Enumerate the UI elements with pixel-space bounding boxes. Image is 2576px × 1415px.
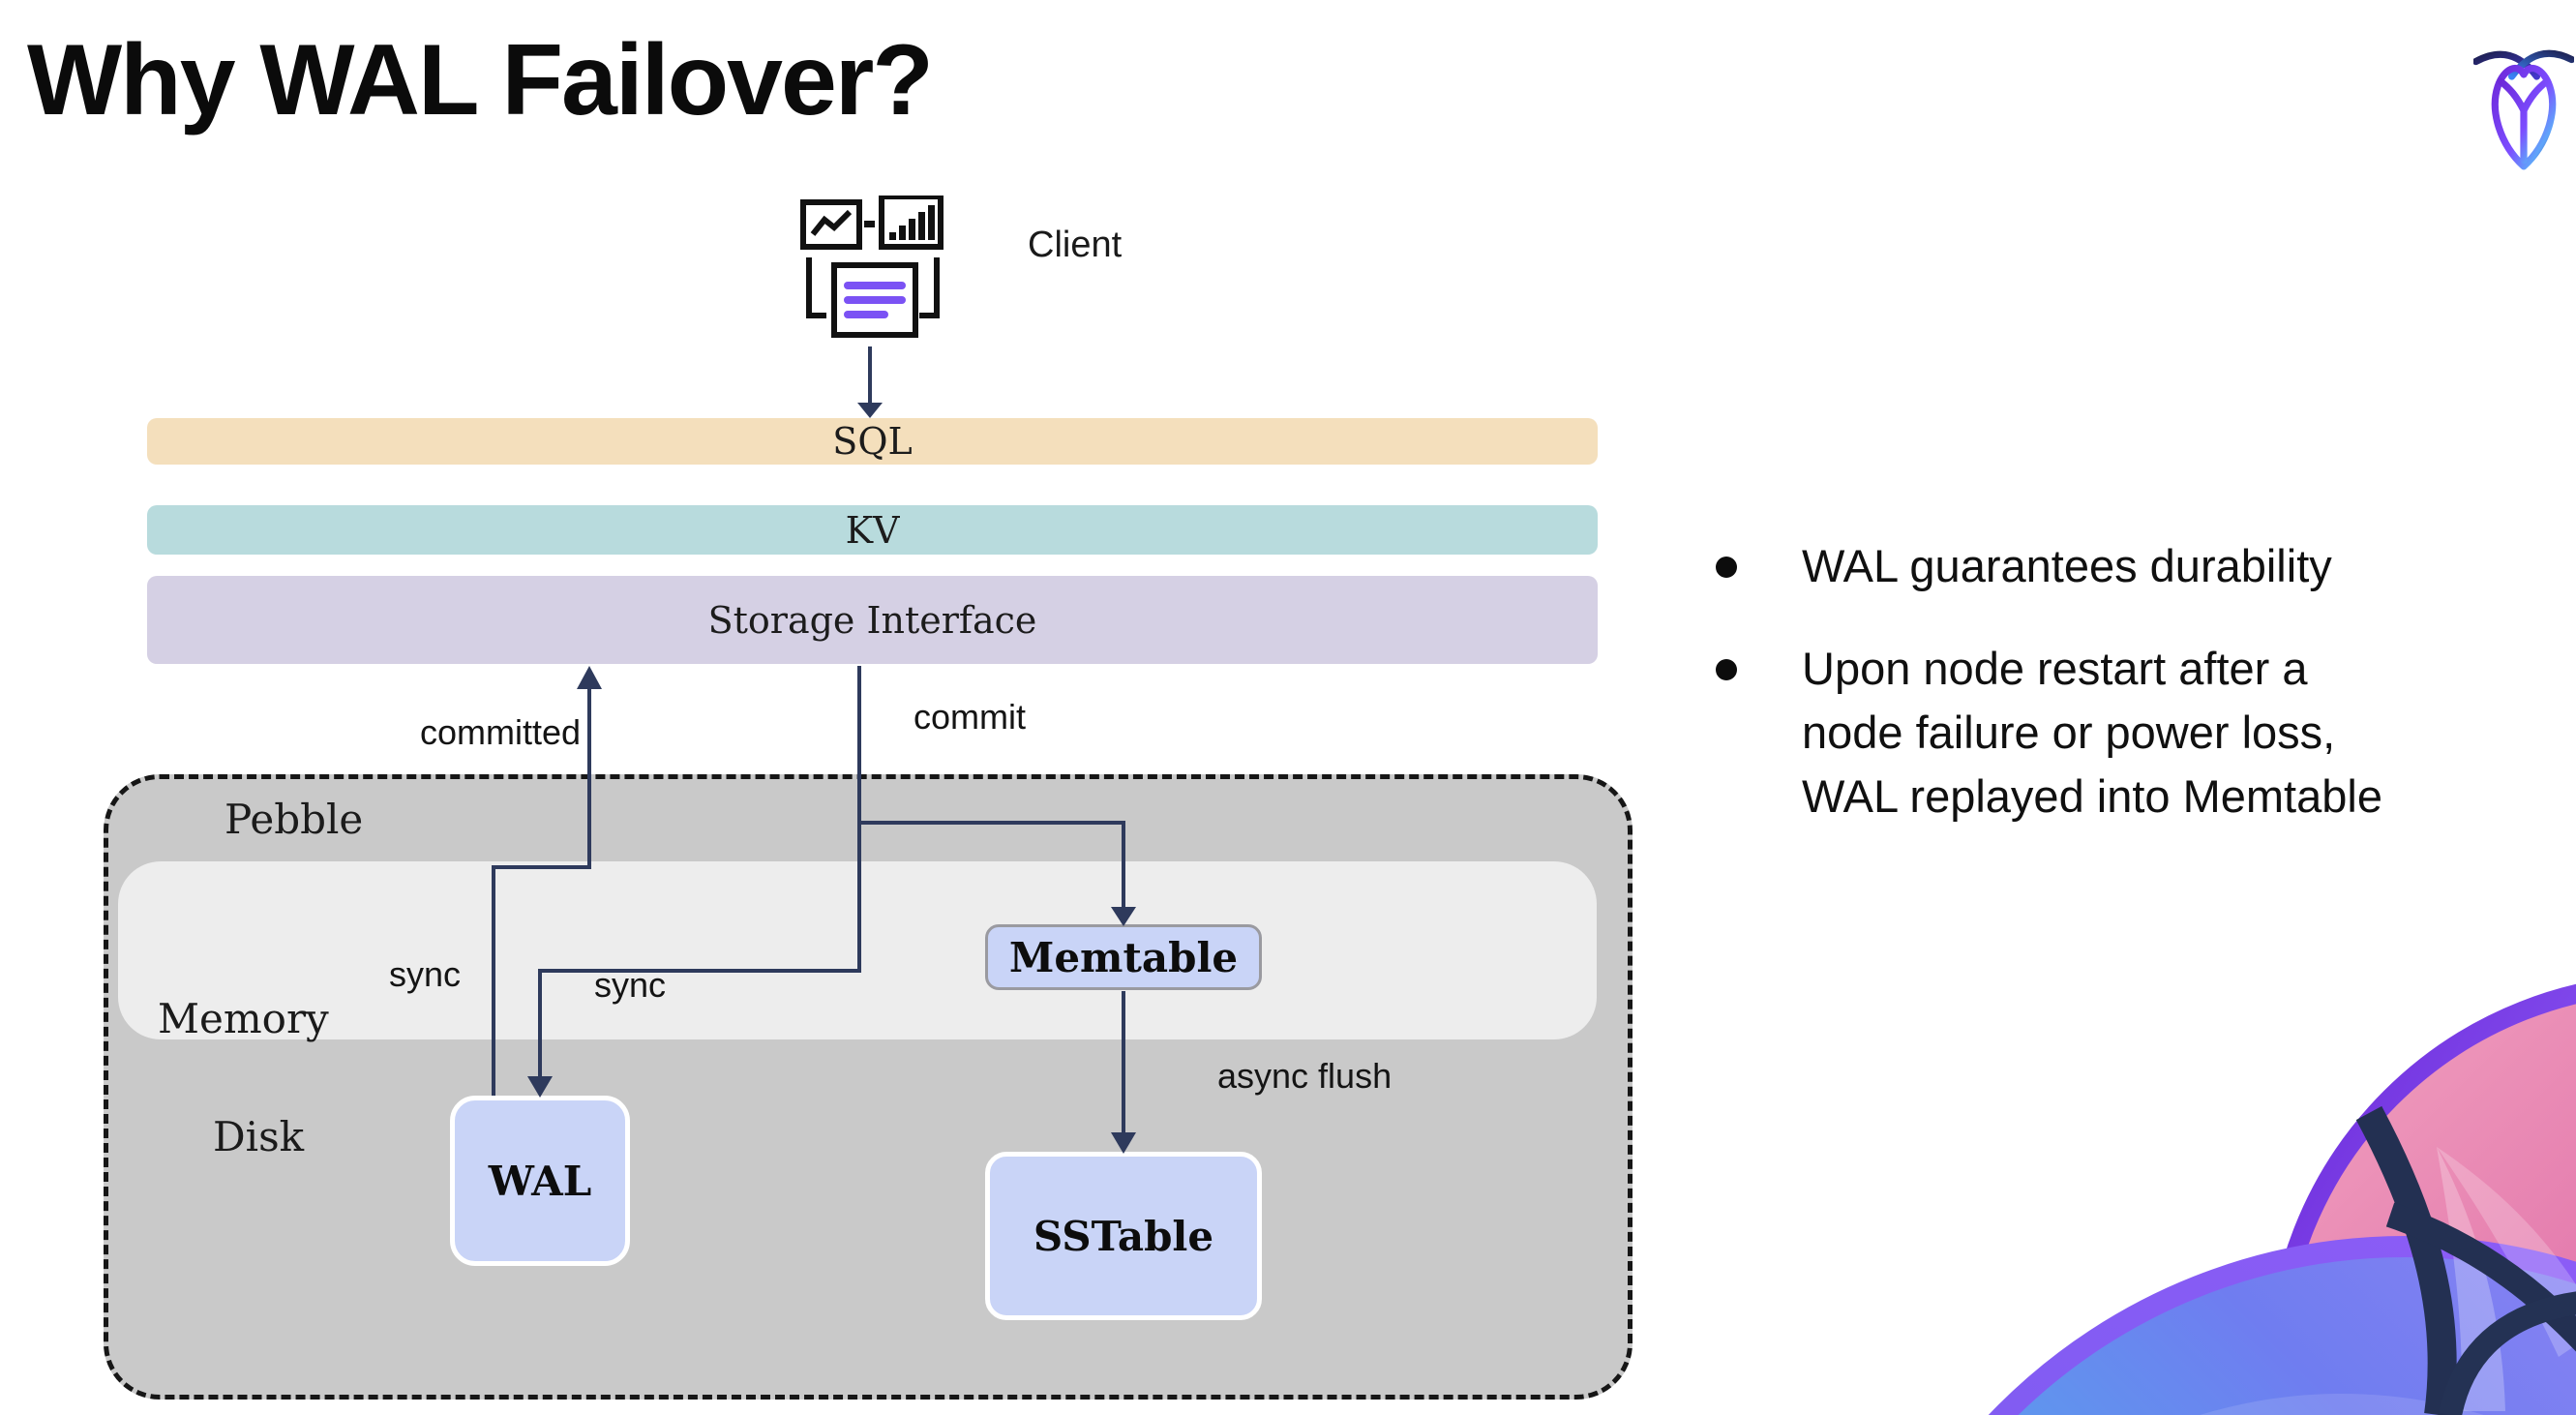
page-title: Why WAL Failover? xyxy=(27,24,934,136)
layer-storage-interface-bar: Storage Interface xyxy=(147,576,1598,664)
arrowhead-down-sql xyxy=(857,403,883,418)
edge-label-sync-left: sync xyxy=(389,954,462,994)
bullet-dot-icon xyxy=(1715,637,1738,701)
art-navy-stroke-2 xyxy=(2385,1202,2576,1352)
layer-kv-label: KV xyxy=(845,508,900,552)
disk-label: Disk xyxy=(213,1113,305,1160)
sstable-node: SSTable xyxy=(985,1152,1262,1320)
layer-storage-label: Storage Interface xyxy=(707,598,1037,642)
client-label: Client xyxy=(1028,225,1123,265)
layer-kv-bar: KV xyxy=(147,505,1598,555)
pebble-label: Pebble xyxy=(225,796,364,843)
edge-label-committed: committed xyxy=(419,712,581,752)
memory-region xyxy=(118,861,1597,1039)
client-devices-icon xyxy=(800,196,944,338)
edge-label-async-flush: async flush xyxy=(1217,1056,1393,1096)
bullet-dot-icon xyxy=(1715,534,1738,598)
arrowhead-up-storage xyxy=(577,666,602,689)
memtable-label: Memtable xyxy=(1008,933,1239,981)
bullet-list: WAL guarantees durability Upon node rest… xyxy=(1715,534,2566,867)
layer-sql-bar: SQL xyxy=(147,418,1598,465)
edge-label-sync-right: sync xyxy=(594,965,667,1005)
memtable-node: Memtable xyxy=(985,924,1262,990)
list-item: Upon node restart after a node failure o… xyxy=(1715,637,2566,828)
art-navy-stroke-1 xyxy=(2355,1105,2457,1415)
bullet-2-line-1: Upon node restart after a xyxy=(1802,643,2308,694)
bullet-2-line-2: node failure or power loss, xyxy=(1802,707,2336,758)
wal-label: WAL xyxy=(488,1157,592,1205)
wal-node: WAL xyxy=(450,1096,630,1266)
cockroachdb-logo-icon xyxy=(2473,49,2574,170)
sstable-label: SSTable xyxy=(1033,1212,1214,1260)
brand-corner-art xyxy=(1988,983,2576,1415)
bullet-2-line-3: WAL replayed into Memtable xyxy=(1802,770,2382,822)
bullet-1-line-1: WAL guarantees durability xyxy=(1802,540,2332,591)
list-item: WAL guarantees durability xyxy=(1715,534,2566,598)
memory-label: Memory xyxy=(158,995,329,1042)
art-navy-stroke-3 xyxy=(2439,1291,2576,1415)
edge-label-commit: commit xyxy=(914,697,1026,737)
layer-sql-label: SQL xyxy=(832,420,913,463)
art-highlight xyxy=(2200,1394,2484,1415)
